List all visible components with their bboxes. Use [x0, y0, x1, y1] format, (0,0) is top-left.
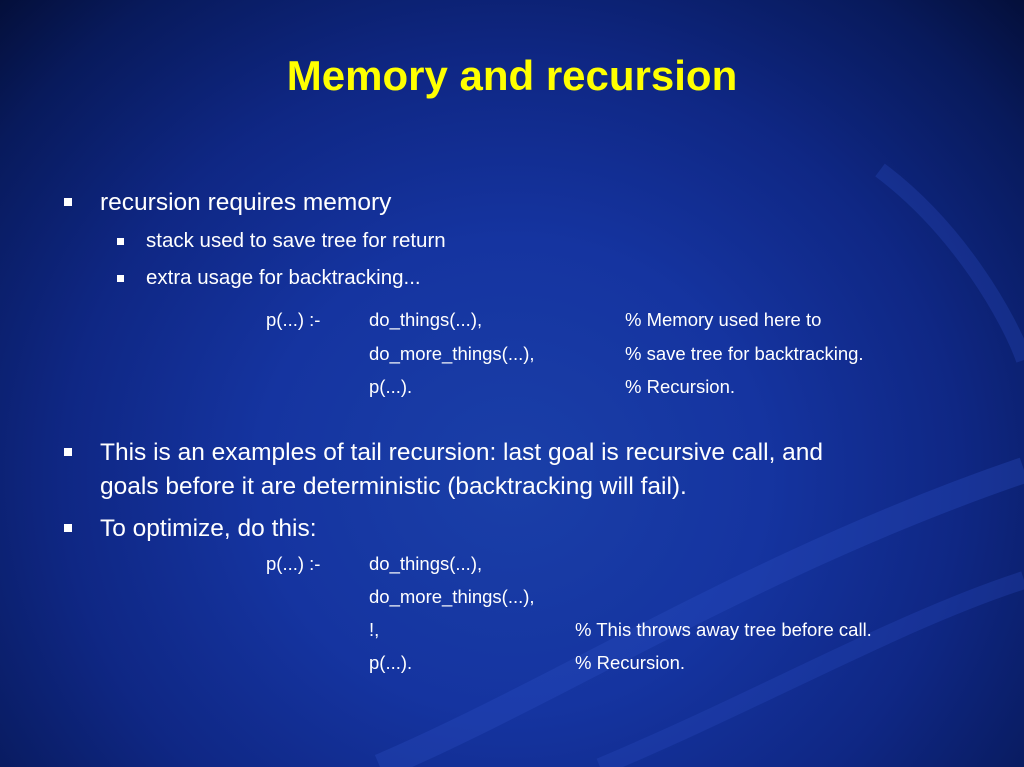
code2-goal-1: do_things(...), [369, 553, 483, 574]
bullet-marker [64, 448, 72, 456]
code1-goal-3: p(...). [369, 376, 413, 397]
bullet-optimize: To optimize, do this: [100, 515, 317, 542]
bullet-tail-recursion-line2: goals before it are deterministic (backt… [100, 473, 687, 500]
code1-goal-2: do_more_things(...), [369, 343, 535, 364]
code1-head: p(...) :- [266, 309, 321, 330]
bullet-marker [64, 524, 72, 532]
sub-bullet-marker [117, 238, 124, 245]
code2-comment-4: % Recursion. [575, 652, 686, 673]
code2-goal-2: do_more_things(...), [369, 586, 535, 607]
sub-bullet-stack: stack used to save tree for return [146, 229, 446, 252]
code1-comment-3: % Recursion. [625, 376, 736, 397]
code2-comment-3: % This throws away tree before call. [575, 619, 872, 640]
sub-bullet-backtracking: extra usage for backtracking... [146, 266, 421, 289]
code1-comment-1: % Memory used here to [625, 309, 822, 330]
bullet-tail-recursion-line1: This is an examples of tail recursion: l… [100, 439, 824, 466]
code2-goal-3: !, [369, 619, 380, 640]
code1-goal-1: do_things(...), [369, 309, 483, 330]
bullet-recursion-memory: recursion requires memory [100, 189, 392, 216]
code2-goal-4: p(...). [369, 652, 413, 673]
code2-head: p(...) :- [266, 553, 321, 574]
slide-title: Memory and recursion [286, 52, 738, 99]
code1-comment-2: % save tree for backtracking. [625, 343, 864, 364]
sub-bullet-marker [117, 275, 124, 282]
bullet-marker [64, 198, 72, 206]
